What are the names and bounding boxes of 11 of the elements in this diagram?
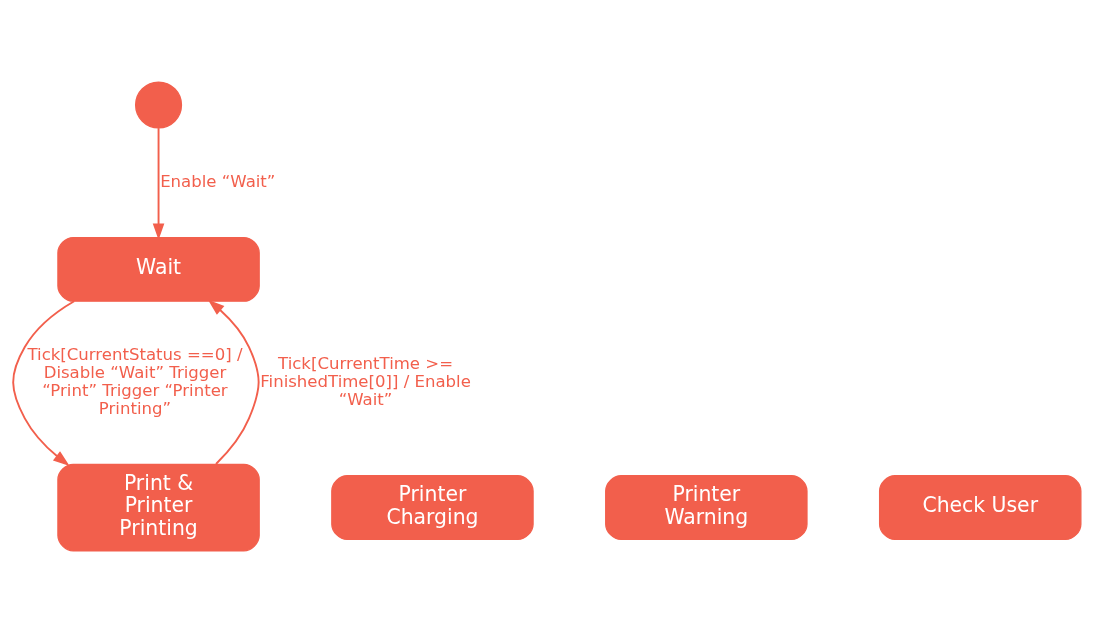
node-box: Wait (57, 236, 260, 302)
node-box: Print & Printer Printing (57, 463, 260, 552)
edge-label: Enable “Wait” (160, 172, 276, 192)
node-circle (135, 81, 183, 129)
node-box: Printer Charging (331, 475, 534, 541)
node-box: Check User (878, 475, 1082, 541)
edge-label: Tick[CurrentStatus ==0] / Disable “Wait” Trigger “Print” Trigger “Printer Printing” (27, 345, 243, 418)
edge-label: Tick[CurrentTime >= FinishedTime[0]] / Enable “Wait” (260, 354, 471, 409)
arrow (12, 300, 76, 466)
node-box: Printer Warning (605, 475, 808, 541)
arrow (207, 299, 260, 465)
